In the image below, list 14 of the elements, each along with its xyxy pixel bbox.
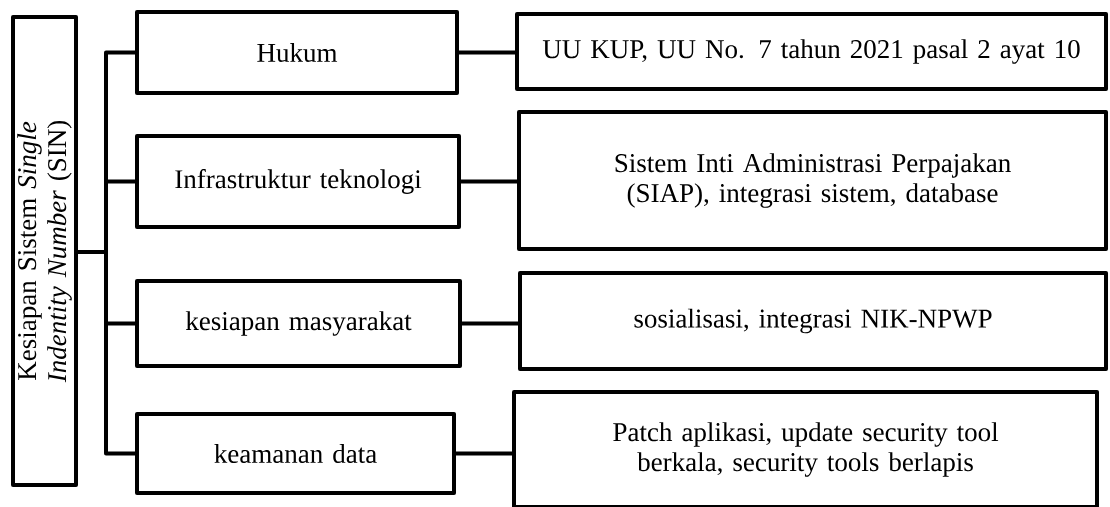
- item-box: Sistem Inti Administrasi Perpajakan (SIAP), integrasi sistem, database: [517, 110, 1108, 251]
- item-box: Patch aplikasi, update security tool berkala, security tools berlapis: [512, 390, 1099, 507]
- item-box: kesiapan masyarakat: [135, 279, 462, 368]
- connector-line: [459, 50, 515, 55]
- item-box: keamanan data: [135, 412, 456, 495]
- item-box: UU KUP, UU No. 7 tahun 2021 pasal 2 ayat 10: [515, 12, 1108, 91]
- connector-line: [462, 321, 518, 326]
- item-box: Hukum: [135, 10, 459, 95]
- connector-line: [461, 179, 517, 184]
- item-box: sosialisasi, integrasi NIK-NPWP: [518, 271, 1108, 371]
- category-box: Kesiapan Sistem Single Indentity Number (SIN): [11, 15, 78, 487]
- connector-line: [456, 451, 512, 456]
- item-box: Infrastruktur teknologi: [135, 134, 461, 229]
- connector-line: [78, 250, 135, 456]
